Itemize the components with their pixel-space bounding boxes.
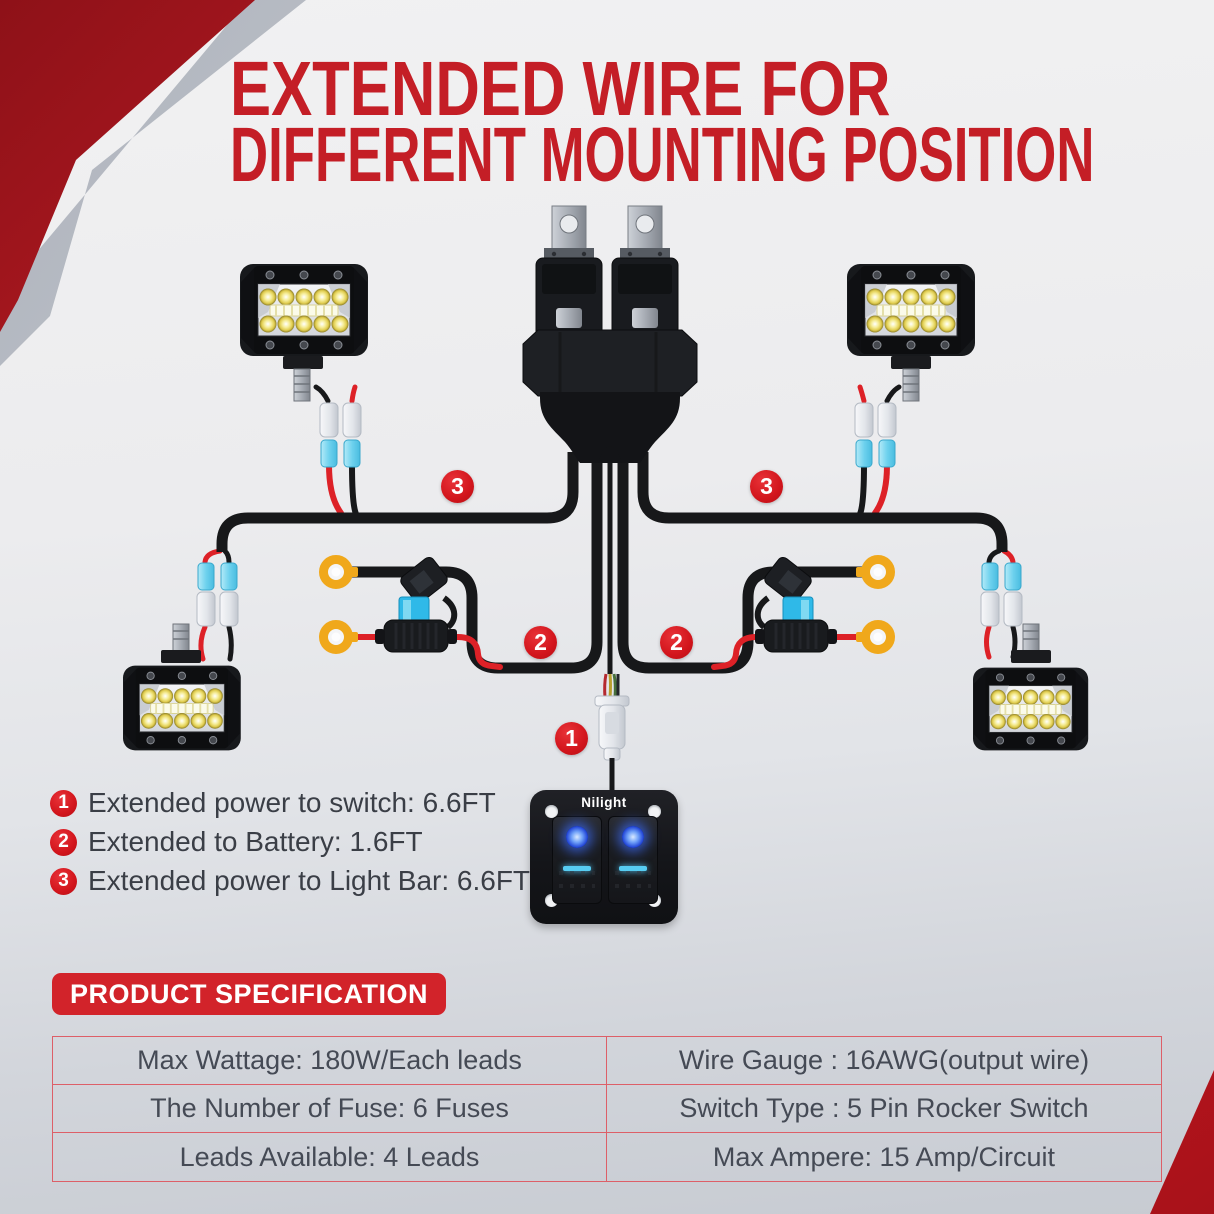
legend-badge-2: 2	[50, 828, 77, 856]
connector-feed-wires	[198, 384, 1018, 662]
rocker-switch-panel: Nilight	[530, 790, 678, 924]
wire-lightbar-run-left	[216, 452, 579, 552]
rocker-texture	[615, 871, 651, 893]
spec-cell-switch-type: Switch Type : 5 Pin Rocker Switch	[607, 1085, 1161, 1133]
callout-badge-switch: 1	[555, 722, 588, 755]
indicator-bar-icon	[619, 866, 647, 871]
brand-logo: Nilight	[581, 795, 627, 810]
spec-cell-max-wattage: Max Wattage: 180W/Each leads	[53, 1037, 607, 1085]
indicator-led-icon	[566, 826, 588, 848]
mount-hole	[545, 805, 558, 818]
legend-badge-1: 1	[50, 789, 77, 817]
callout-badge-lightbar-right: 3	[750, 470, 783, 503]
light-pod-bottom-right	[972, 623, 1090, 752]
legend-item-battery: 2 Extended to Battery: 1.6FT	[50, 826, 530, 857]
legend-badge-3: 3	[50, 867, 77, 895]
mount-hole	[648, 805, 661, 818]
rocker-switch-2[interactable]	[608, 816, 658, 904]
callout-badge-battery-left: 2	[524, 626, 557, 659]
indicator-led-icon	[622, 826, 644, 848]
rocker-texture	[559, 871, 595, 893]
ring-terminals	[324, 560, 891, 650]
rocker-switch-1[interactable]	[552, 816, 602, 904]
spec-cell-fuse-count: The Number of Fuse: 6 Fuses	[53, 1085, 607, 1133]
wire-length-legend: 1 Extended power to switch: 6.6FT 2 Exte…	[50, 787, 531, 905]
wire-lightbar-run-right	[637, 452, 1008, 552]
legend-item-switch: 1 Extended power to switch: 6.6FT	[50, 787, 530, 818]
legend-text-1: Extended power to switch: 6.6FT	[88, 787, 496, 818]
spec-table: Max Wattage: 180W/Each leads Wire Gauge …	[52, 1036, 1162, 1182]
spec-cell-max-ampere: Max Ampere: 15 Amp/Circuit	[712, 1141, 1056, 1172]
light-pod-top-right	[846, 263, 976, 402]
legend-text-3: Extended power to Light Bar: 6.6FT	[88, 865, 531, 896]
light-pod-top-left	[239, 263, 369, 402]
indicator-bar-icon	[563, 866, 591, 871]
spec-cell-wire-gauge: Wire Gauge : 16AWG(output wire)	[607, 1037, 1161, 1085]
page-title: EXTENDED WIRE FOR DIFFERENT MOUNTING POS…	[230, 46, 1214, 198]
title-line-2: DIFFERENT MOUNTING POSITION	[230, 112, 1095, 198]
spec-cell-leads: Leads Available: 4 Leads	[53, 1133, 607, 1181]
wire-battery-right	[617, 452, 868, 674]
title-line-1: EXTENDED WIRE FOR	[230, 46, 891, 132]
callout-badge-lightbar-left: 3	[441, 470, 474, 503]
legend-text-2: Extended to Battery: 1.6FT	[88, 826, 423, 857]
relay-connector	[522, 205, 698, 463]
callout-badge-battery-right: 2	[660, 626, 693, 659]
legend-item-lightbar: 3 Extended power to Light Bar: 6.6FT	[50, 865, 531, 896]
spec-heading-banner: PRODUCT SPECIFICATION	[52, 973, 447, 1015]
switch-lead-connector	[594, 673, 630, 792]
light-pod-bottom-left	[122, 623, 242, 752]
